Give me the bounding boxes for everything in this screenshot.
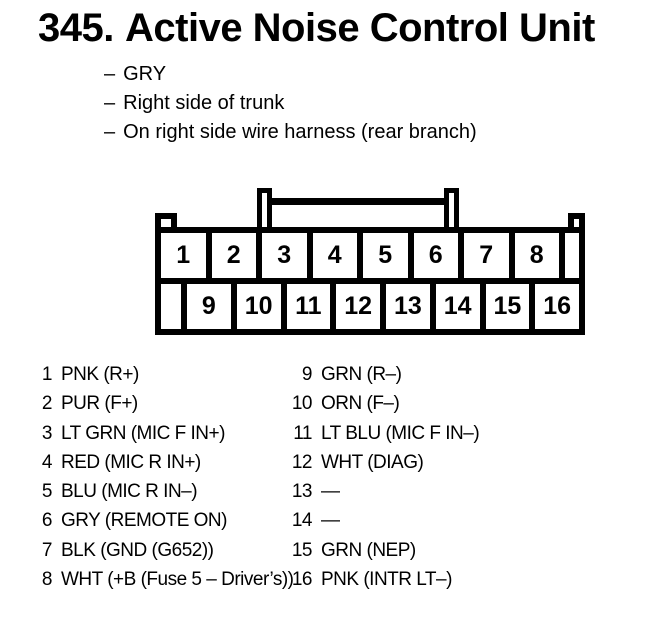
connector-blank-cavity-right (565, 233, 579, 278)
connector-pin-6: 6 (413, 233, 458, 278)
pin-description: BLU (MIC R IN–) (61, 481, 198, 503)
pin-number: 10 (291, 393, 313, 415)
pin-row-9: 9 GRN (R–) (283, 360, 479, 389)
note-text: GRY (123, 63, 167, 85)
pin-number: 3 (41, 422, 53, 444)
pin-description: GRN (NEP) (321, 539, 416, 561)
latch-bar (265, 198, 451, 205)
pin-row-13: 13 — (283, 477, 479, 506)
section-number: 345. (38, 6, 114, 50)
connector-pin-13: 13 (386, 284, 430, 329)
pin-number: 8 (41, 569, 53, 591)
connector-blank-cavity-left (161, 284, 181, 329)
pin-description: LT BLU (MIC F IN–) (321, 422, 480, 444)
connector-pin-7: 7 (464, 233, 509, 278)
connector-pin-3: 3 (262, 233, 307, 278)
pin-description: RED (MIC R IN+) (61, 451, 201, 473)
pin-row-8: 8 WHT (+B (Fuse 5 – Driver’s)) (40, 565, 294, 594)
pin-number: 16 (291, 569, 313, 591)
note-line: – Right side of trunk (104, 89, 477, 118)
note-line: – GRY (104, 60, 477, 89)
connector-pin-4: 4 (312, 233, 357, 278)
pin-description: GRY (REMOTE ON) (61, 510, 227, 532)
pin-row-6: 6 GRY (REMOTE ON) (40, 506, 294, 535)
page-title: Active Noise Control Unit (125, 6, 595, 50)
pin-number: 9 (301, 364, 313, 385)
note-text: Right side of trunk (123, 92, 285, 114)
page-heading: 345. Active Noise Control Unit (38, 6, 595, 51)
connector-pin-15: 15 (485, 284, 530, 329)
pin-number: 2 (41, 393, 53, 415)
connector-body: 1 2 3 4 5 6 7 8 9 10 11 12 13 14 15 16 (155, 227, 585, 335)
pin-number: 12 (291, 451, 313, 473)
pin-row-15: 15 GRN (NEP) (283, 536, 479, 565)
pin-list-right: 9 GRN (R–) 10 ORN (F–) 11 LT BLU (MIC F … (283, 360, 480, 594)
connector-pin-1: 1 (161, 233, 206, 278)
connector-top-row: 1 2 3 4 5 6 7 8 (161, 233, 579, 278)
pin-number: 6 (41, 510, 53, 532)
pin-description: BLK (GND (G652)) (61, 539, 214, 561)
pin-description: ORN (F–) (321, 393, 400, 415)
pin-number: 11 (293, 422, 312, 444)
pin-description: — (321, 510, 340, 532)
pin-number: 7 (41, 539, 53, 561)
pin-description: — (321, 481, 340, 503)
note-text: On right side wire harness (rear branch) (123, 121, 477, 143)
connector-pin-11: 11 (286, 284, 331, 329)
dash-bullet: – (104, 92, 116, 114)
pin-row-11: 11 LT BLU (MIC F IN–) (283, 419, 479, 448)
pin-description: PNK (INTR LT–) (321, 569, 452, 591)
connector-bottom-row: 9 10 11 12 13 14 15 16 (161, 284, 579, 329)
pin-list-left: 1 PNK (R+) 2 PUR (F+) 3 LT GRN (MIC F IN… (40, 360, 294, 594)
connector-pin-16: 16 (535, 284, 579, 329)
pin-description: GRN (R–) (321, 364, 402, 385)
pin-number: 1 (41, 364, 53, 385)
pin-row-12: 12 WHT (DIAG) (283, 448, 479, 477)
connector-pin-9: 9 (187, 284, 231, 329)
pin-row-7: 7 BLK (GND (G652)) (40, 536, 294, 565)
pin-description: PUR (F+) (61, 393, 138, 415)
pin-description: WHT (DIAG) (321, 451, 424, 473)
pin-row-14: 14 — (283, 506, 479, 535)
pin-row-2: 2 PUR (F+) (40, 389, 294, 418)
pin-row-3: 3 LT GRN (MIC F IN+) (40, 419, 294, 448)
pin-row-1: 1 PNK (R+) (40, 360, 294, 389)
connector-pin-10: 10 (236, 284, 281, 329)
pin-row-10: 10 ORN (F–) (283, 389, 479, 418)
connector-pin-8: 8 (514, 233, 559, 278)
pin-row-4: 4 RED (MIC R IN+) (40, 448, 294, 477)
connector-notes: – GRY – Right side of trunk – On right s… (104, 60, 477, 147)
dash-bullet: – (104, 63, 116, 85)
pin-description: WHT (+B (Fuse 5 – Driver’s)) (61, 569, 294, 591)
pin-number: 14 (291, 510, 313, 532)
pin-number: 4 (41, 451, 53, 473)
connector-pin-14: 14 (435, 284, 480, 329)
connector-pin-5: 5 (363, 233, 408, 278)
pin-number: 15 (291, 539, 313, 561)
pin-row-5: 5 BLU (MIC R IN–) (40, 477, 294, 506)
dash-bullet: – (104, 121, 116, 143)
pin-number: 13 (291, 481, 313, 503)
pin-description: LT GRN (MIC F IN+) (61, 422, 225, 444)
connector-diagram: 1 2 3 4 5 6 7 8 9 10 11 12 13 14 15 16 (155, 188, 585, 335)
connector-pin-2: 2 (211, 233, 256, 278)
connector-pin-12: 12 (336, 284, 380, 329)
note-line: – On right side wire harness (rear branc… (104, 118, 477, 147)
pin-row-16: 16 PNK (INTR LT–) (283, 565, 479, 594)
pin-number: 5 (41, 481, 53, 503)
pin-description: PNK (R+) (61, 364, 139, 385)
